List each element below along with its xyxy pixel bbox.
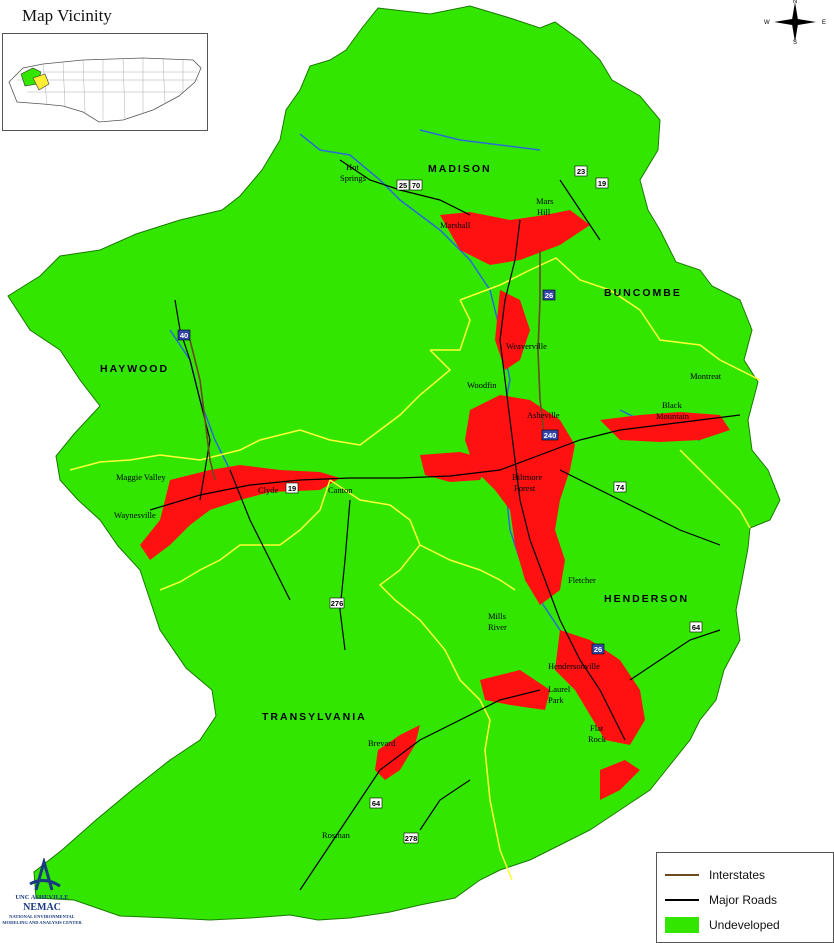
logo-line-2: NEMAC <box>23 902 61 913</box>
route-shield-label: 26 <box>594 645 602 654</box>
route-shield-label: 64 <box>372 799 381 808</box>
county-label-madison: MADISON <box>428 163 492 175</box>
town-label: Mars <box>536 196 553 206</box>
legend-item-interstates: Interstates <box>665 865 765 885</box>
roads <box>149 159 741 891</box>
town-label: Clyde <box>258 485 279 495</box>
logo-line-1: UNC ASHEVILLE <box>15 894 69 901</box>
route-shields: 25 70 23 19 26 40 240 19 74 276 26 64 64… <box>177 165 703 844</box>
logo-line-4: MODELING AND ANALYSIS CENTER <box>2 920 82 925</box>
town-label: Springs <box>340 173 366 183</box>
town-label: Park <box>548 695 564 705</box>
legend-label: Major Roads <box>709 893 778 907</box>
county-label-buncombe: BUNCOMBE <box>604 287 682 299</box>
compass-rose: N E S W <box>760 0 830 46</box>
county-label-transylvania: TRANSYLVANIA <box>262 711 367 723</box>
route-shield-label: 19 <box>288 484 296 493</box>
compass-south-label: S <box>793 40 797 44</box>
town-label: Hot <box>346 162 359 172</box>
legend-item-undeveloped: Undeveloped <box>665 915 780 935</box>
route-shield-label: 70 <box>412 181 420 190</box>
compass-east-label: E <box>822 20 826 26</box>
legend-swatch <box>665 899 699 901</box>
route-shield-label: 278 <box>405 834 418 843</box>
town-label: Black <box>662 400 683 410</box>
town-label: Brevard <box>368 738 396 748</box>
route-shield-label: 276 <box>331 599 344 608</box>
route-shield-label: 23 <box>577 167 585 176</box>
region-undeveloped-area <box>7 5 781 921</box>
town-label: Mills <box>488 611 506 621</box>
nc-state-outline <box>8 57 202 123</box>
town-label: Hendersonville <box>548 661 600 671</box>
route-shield-label: 40 <box>180 331 188 340</box>
vicinity-highlight-area <box>32 73 50 91</box>
route-shield-label: 64 <box>692 623 701 632</box>
town-label: Mountain <box>656 411 690 421</box>
town-label: Fletcher <box>568 575 596 585</box>
compass-icon <box>774 2 816 42</box>
county-label-henderson: HENDERSON <box>604 593 689 605</box>
legend-swatch <box>665 874 699 876</box>
route-shield-label: 25 <box>399 181 407 190</box>
town-label: Maggie Valley <box>116 472 166 482</box>
vicinity-inset-map <box>2 33 208 131</box>
legend-swatch <box>665 917 699 933</box>
compass-north-label: N <box>793 0 797 5</box>
county-borders <box>69 257 761 881</box>
nemac-logo: UNC ASHEVILLE NEMAC NATIONAL ENVIRONMENT… <box>0 858 84 938</box>
town-label: Forest <box>514 483 536 493</box>
town-label: Canton <box>328 485 353 495</box>
town-label: Flat <box>590 723 604 733</box>
legend-label: Undeveloped <box>709 918 780 932</box>
town-label: Rock <box>588 734 607 744</box>
town-label: Montreat <box>690 371 722 381</box>
county-label-haywood: HAYWOOD <box>100 363 169 375</box>
legend-label: Interstates <box>709 868 766 882</box>
town-label: Waynesville <box>114 510 156 520</box>
town-label: Hill <box>537 207 551 217</box>
town-label: Rosman <box>322 830 351 840</box>
town-label: River <box>488 622 507 632</box>
legend-item-major-roads: Major Roads <box>665 890 777 910</box>
town-label: Marshall <box>440 220 471 230</box>
route-shield-label: 240 <box>544 431 557 440</box>
compass-west-label: W <box>764 20 770 26</box>
logo-line-3: NATIONAL ENVIRONMENTAL <box>9 914 75 919</box>
town-label: Woodfin <box>467 380 497 390</box>
interstates <box>189 250 546 481</box>
map-legend: Interstates Major Roads Undeveloped <box>656 852 834 943</box>
vicinity-title: Map Vicinity <box>22 6 112 25</box>
logo-mark-icon <box>29 858 61 891</box>
town-label: Weaverville <box>506 341 547 351</box>
town-label: Biltmore <box>512 472 542 482</box>
route-shield-label: 74 <box>616 483 625 492</box>
town-label: Laurel <box>548 684 571 694</box>
town-label: Asheville <box>527 410 560 420</box>
route-shield-label: 26 <box>545 291 553 300</box>
route-shield-label: 19 <box>598 179 606 188</box>
